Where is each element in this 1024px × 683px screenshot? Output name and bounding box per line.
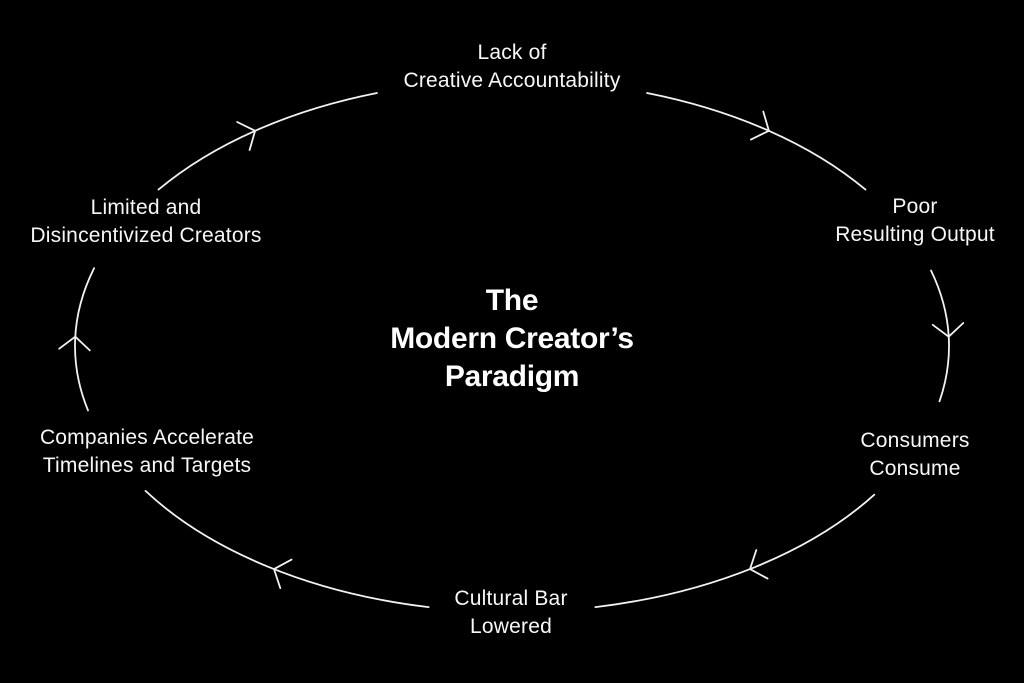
node-label-line: Consumers — [860, 429, 970, 452]
cycle-arc — [646, 92, 867, 191]
cycle-arc — [157, 92, 378, 191]
node-label-line: Limited and — [90, 196, 202, 219]
node-label-line: Lack of — [477, 41, 547, 64]
node-label-line: Resulting Output — [835, 223, 995, 246]
node-limited-and-disincentivized-creators: Limited and Disincentivized Creators — [30, 194, 261, 250]
node-label-line: Poor — [892, 195, 938, 218]
node-label-line: Companies Accelerate — [39, 426, 255, 449]
title-line: Modern Creator’s — [390, 322, 634, 355]
node-label-line: Creative Accountability — [403, 69, 621, 92]
node-label-line: Timelines and Targets — [42, 454, 252, 477]
arrowhead-icon — [58, 335, 91, 352]
node-label-line: Disincentivized Creators — [30, 224, 262, 247]
arrowhead-icon — [236, 121, 257, 151]
arrowhead-icon — [272, 558, 293, 589]
node-cultural-bar-lowered: Cultural Bar Lowered — [454, 585, 567, 641]
node-companies-accelerate-timelines-and-targets: Companies Accelerate Timelines and Targe… — [40, 424, 254, 480]
arrowhead-icon — [750, 110, 770, 141]
title-line: The — [485, 284, 539, 317]
cycle-arc — [74, 267, 95, 412]
cycle-arc — [144, 490, 430, 608]
diagram-title: The Modern Creator’s Paradigm — [390, 282, 634, 396]
title-line: Paradigm — [444, 360, 580, 393]
node-label-line: Lowered — [470, 615, 552, 638]
arrowhead-icon — [931, 322, 965, 338]
arrowhead-icon — [748, 549, 769, 580]
node-label-line: Consume — [869, 457, 961, 480]
cycle-arc — [594, 493, 876, 608]
node-poor-resulting-output: Poor Resulting Output — [835, 193, 995, 249]
node-lack-of-creative-accountability: Lack of Creative Accountability — [403, 39, 620, 95]
node-consumers-consume: Consumers Consume — [860, 427, 969, 483]
node-label-line: Cultural Bar — [454, 587, 568, 610]
